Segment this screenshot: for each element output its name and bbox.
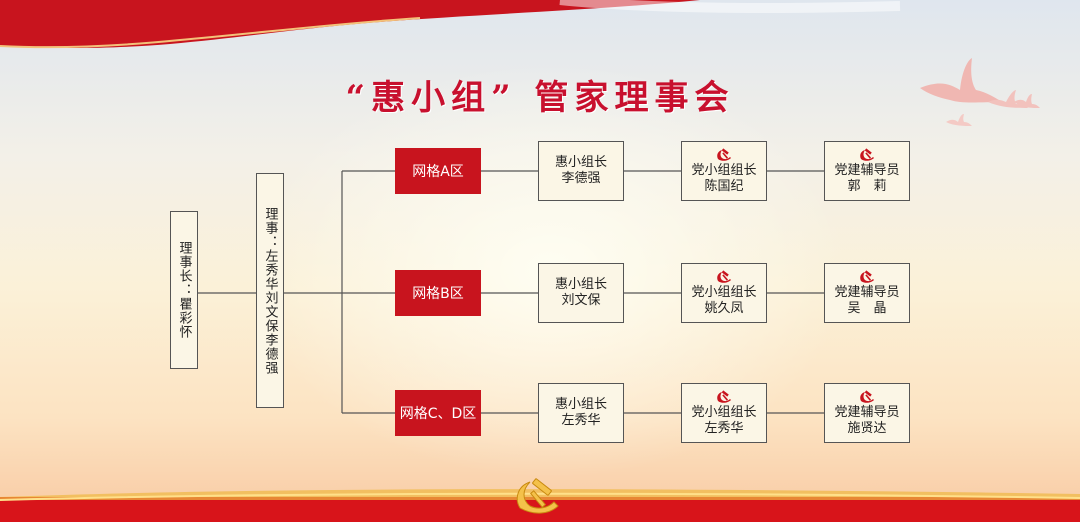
grid-b-leader-title: 惠小组长: [554, 277, 607, 292]
chairman-label: 理事长：瞿彩怀: [176, 241, 192, 339]
grid-b-box: 网格B区: [395, 270, 481, 316]
grid-a-party-box: 党小组组长 陈国纪: [681, 141, 767, 201]
grid-b-party-box: 党小组组长 姚久凤: [681, 263, 767, 323]
grid-a-advisor-title: 党建辅导员: [834, 162, 900, 178]
grid-cd-leader-title: 惠小组长: [554, 397, 607, 412]
director-3: 李德强: [262, 332, 278, 375]
grid-cd-party-title: 党小组组长: [691, 404, 757, 420]
directors-label: 理事：左秀华刘文保李德强: [262, 207, 279, 375]
grid-b-party-title: 党小组组长: [691, 284, 757, 300]
hammer-sickle-icon: [717, 147, 731, 161]
page-title: “惠小组” 管家理事会: [345, 78, 735, 118]
hammer-sickle-icon: [516, 478, 559, 514]
grid-b-leader-name: 刘文保: [561, 293, 601, 308]
grid-b-advisor-title: 党建辅导员: [834, 284, 900, 300]
grid-b-party-name: 姚久凤: [704, 300, 744, 316]
director-2: 刘文保: [262, 290, 278, 333]
grid-a-advisor-name: 郭 莉: [847, 178, 887, 194]
hammer-sickle-icon: [860, 389, 874, 403]
grid-cd-box: 网格C、D区: [395, 390, 481, 436]
grid-cd-advisor-box: 党建辅导员 施贤达: [824, 383, 910, 443]
hammer-sickle-icon: [717, 269, 731, 283]
dove-icon: [920, 58, 1040, 126]
director-1: 理事：左秀华: [262, 206, 278, 291]
hammer-sickle-icon: [717, 389, 731, 403]
grid-a-box: 网格A区: [395, 148, 481, 194]
grid-cd-advisor-title: 党建辅导员: [834, 404, 900, 420]
top-ribbon: [0, 0, 901, 49]
grid-a-leader-box: 惠小组长 李德强: [538, 141, 624, 201]
chairman-box: 理事长：瞿彩怀: [170, 211, 198, 369]
grid-b-leader-box: 惠小组长 刘文保: [538, 263, 624, 323]
grid-a-party-title: 党小组组长: [691, 162, 757, 178]
grid-cd-party-box: 党小组组长 左秀华: [681, 383, 767, 443]
grid-cd-advisor-name: 施贤达: [847, 420, 887, 436]
hammer-sickle-icon: [860, 147, 874, 161]
grid-b-advisor-box: 党建辅导员 吴 晶: [824, 263, 910, 323]
directors-box: 理事：左秀华刘文保李德强: [256, 173, 284, 408]
grid-a-advisor-box: 党建辅导员 郭 莉: [824, 141, 910, 201]
hammer-sickle-icon: [860, 269, 874, 283]
grid-a-leader-title: 惠小组长: [554, 155, 607, 170]
grid-a-party-name: 陈国纪: [704, 178, 744, 194]
grid-cd-leader-name: 左秀华: [561, 413, 601, 428]
grid-a-leader-name: 李德强: [561, 171, 601, 186]
grid-cd-leader-box: 惠小组长 左秀华: [538, 383, 624, 443]
grid-cd-party-name: 左秀华: [704, 420, 744, 436]
grid-b-advisor-name: 吴 晶: [847, 300, 887, 316]
